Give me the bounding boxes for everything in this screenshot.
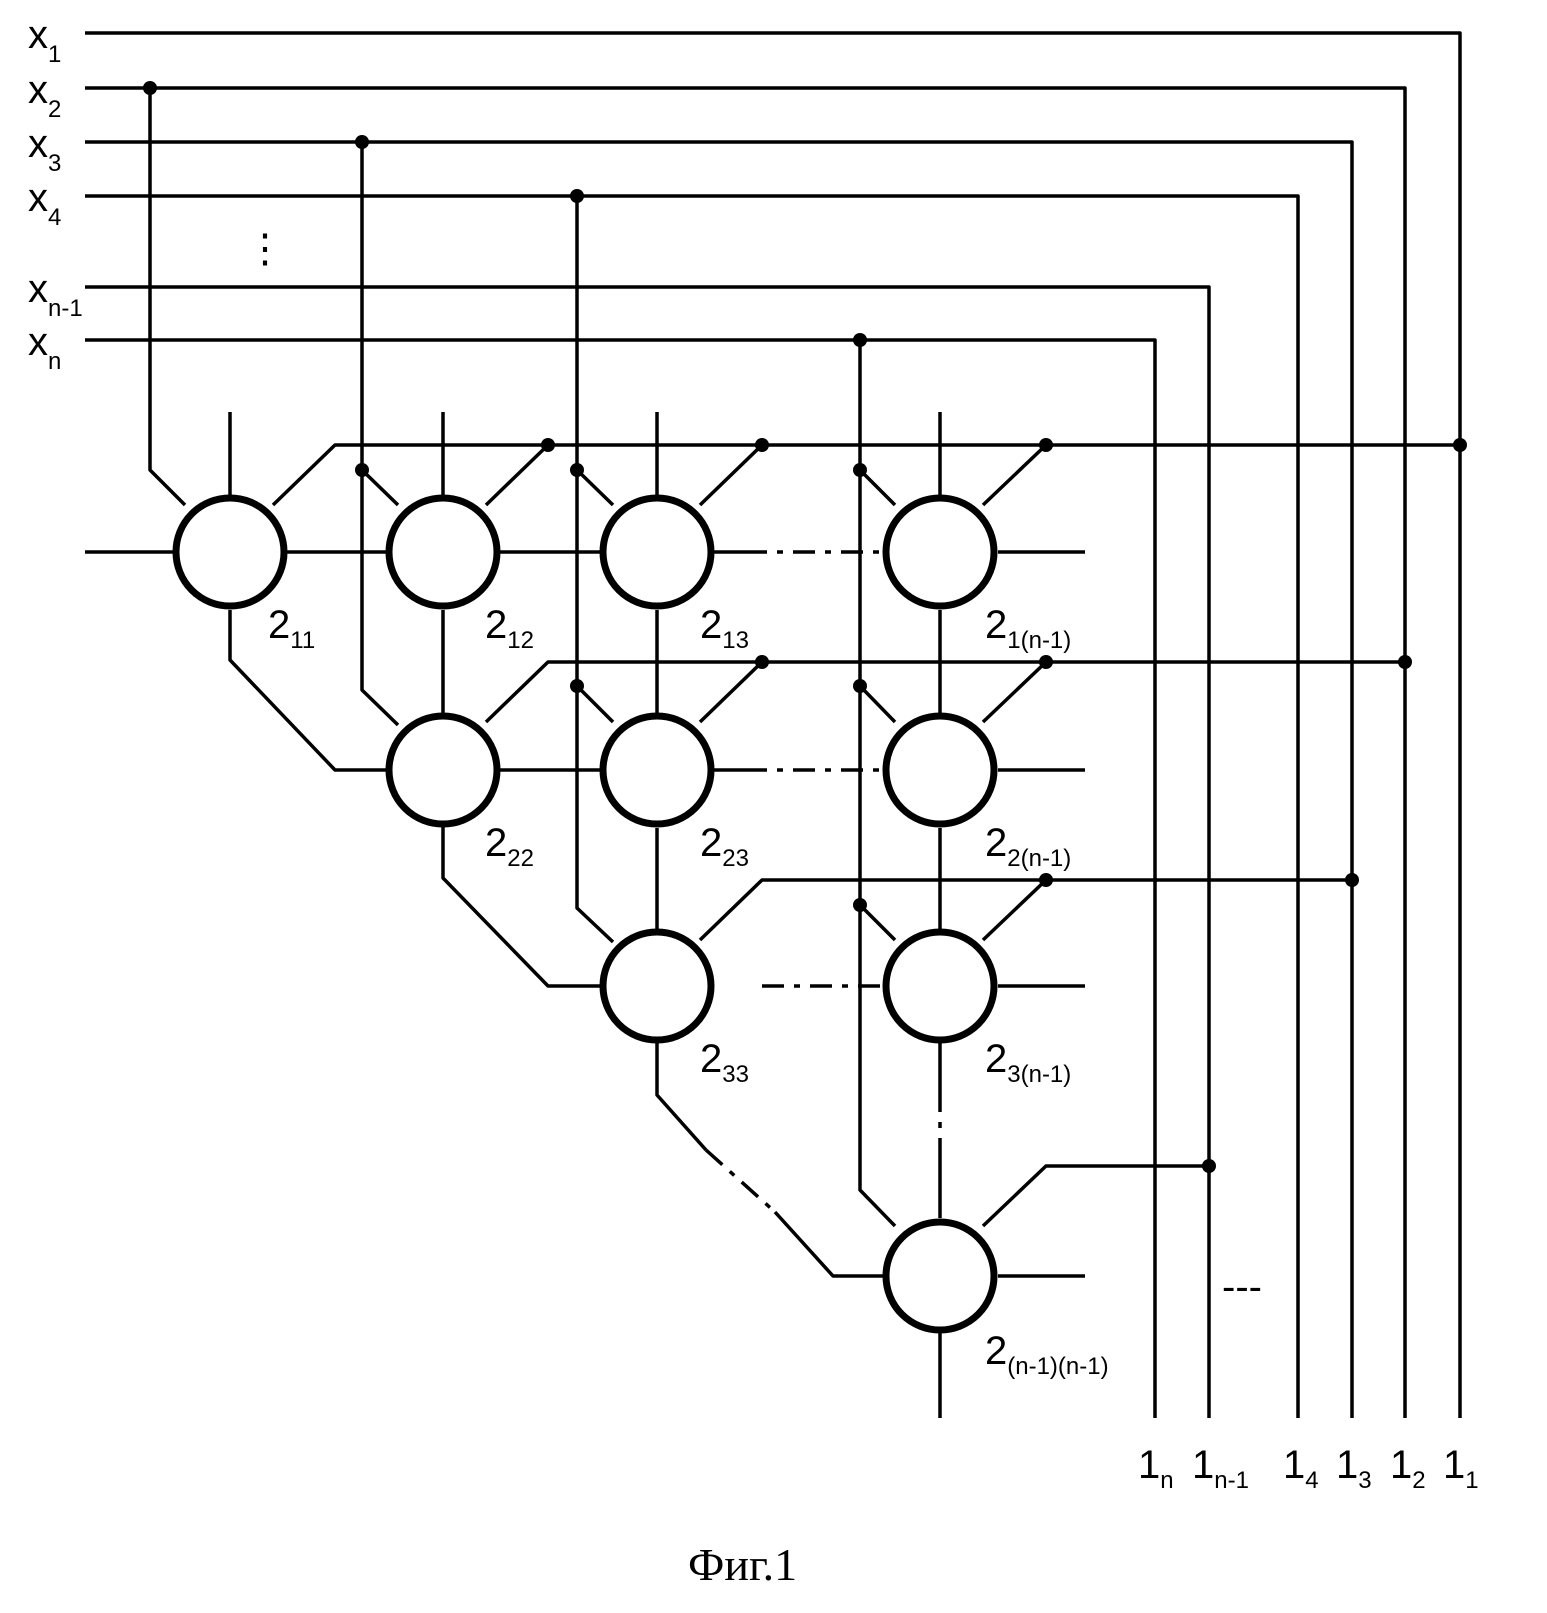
node-2n1 bbox=[886, 716, 994, 824]
input-label: xn bbox=[28, 320, 61, 375]
node-label: 211 bbox=[268, 603, 315, 654]
node-label: 23(n-1) bbox=[985, 1037, 1071, 1088]
node-label: 2(n-1)(n-1) bbox=[985, 1329, 1109, 1380]
node-22 bbox=[389, 716, 497, 824]
tap-x3 bbox=[362, 142, 398, 725]
output-ellipsis: --- bbox=[1222, 1265, 1262, 1309]
input-labels: x1 x2 x3 x4 xn-1 xn ⋮ bbox=[28, 13, 285, 375]
node-label: 22(n-1) bbox=[985, 821, 1071, 872]
wires bbox=[85, 33, 1460, 1418]
output-label: 11 bbox=[1443, 1443, 1479, 1494]
node-label: 212 bbox=[485, 603, 534, 654]
tap-x2 bbox=[150, 88, 185, 505]
node-23 bbox=[603, 716, 711, 824]
output-label: 14 bbox=[1283, 1443, 1319, 1494]
node-label: 222 bbox=[485, 821, 534, 872]
row3-bus bbox=[700, 880, 1352, 940]
input-label: x1 bbox=[28, 13, 61, 68]
figure-caption: Фиг.1 bbox=[688, 1539, 797, 1590]
input-label: x4 bbox=[28, 176, 61, 231]
node-label: 233 bbox=[700, 1037, 749, 1088]
output-label: 13 bbox=[1336, 1443, 1372, 1494]
bus-x3 bbox=[85, 142, 1352, 1418]
output-label: 12 bbox=[1390, 1443, 1426, 1494]
node-33 bbox=[603, 932, 711, 1040]
node-label: 21(n-1) bbox=[985, 603, 1071, 654]
node-n1n1 bbox=[886, 1222, 994, 1330]
node-13 bbox=[603, 498, 711, 606]
node-3n1 bbox=[886, 932, 994, 1040]
input-label: x2 bbox=[28, 68, 61, 123]
output-labels: 1n 1n-1 14 13 12 11 --- bbox=[1138, 1265, 1479, 1494]
rowlast-bus bbox=[983, 1166, 1209, 1226]
input-label: x3 bbox=[28, 122, 61, 177]
output-label: 1n-1 bbox=[1192, 1443, 1249, 1494]
input-ellipsis: ⋮ bbox=[245, 227, 285, 271]
node-label: 223 bbox=[700, 821, 749, 872]
node-11 bbox=[176, 498, 284, 606]
output-label: 1n bbox=[1138, 1443, 1174, 1494]
node-1n1 bbox=[886, 498, 994, 606]
node-12 bbox=[389, 498, 497, 606]
input-label: xn-1 bbox=[28, 267, 83, 322]
node-label: 213 bbox=[700, 603, 749, 654]
junction-dots bbox=[143, 81, 1467, 1173]
